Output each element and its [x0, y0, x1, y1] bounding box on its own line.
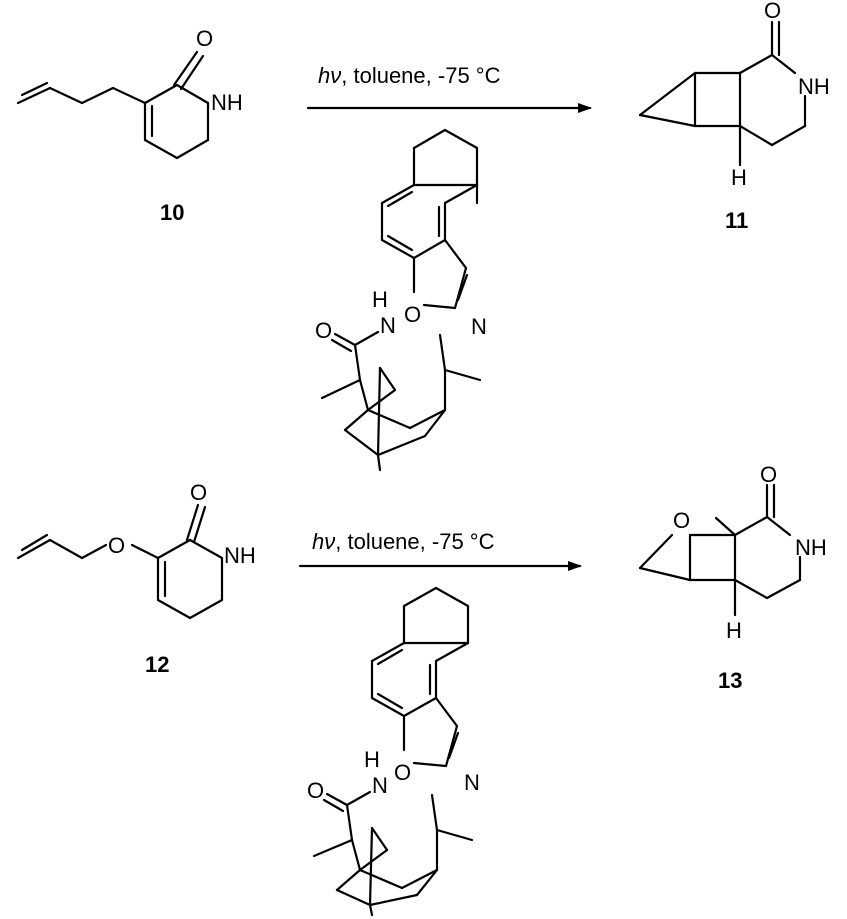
amide-nitrogen-12: NH [224, 543, 256, 568]
conditions-text-2: , toluene, -75 °C [335, 529, 494, 554]
oxazole-nitrogen: N [471, 314, 487, 339]
compound-13-label: 13 [718, 668, 742, 693]
product-11-hydrogen: H [731, 165, 747, 190]
catalyst-2-structure: O N O N H [307, 586, 480, 917]
oxazole-oxygen: O [404, 302, 421, 327]
hv-symbol-2: hν [312, 529, 335, 554]
compound-11-label: 11 [725, 208, 748, 233]
product-11-oxygen: O [764, 0, 781, 23]
oxazole-nitrogen-2: N [464, 770, 480, 795]
product-13-ring-oxygen: O [673, 508, 690, 533]
catalyst-2-nh-hydrogen: H [364, 747, 380, 772]
compound-10-structure: O NH [16, 26, 243, 160]
reaction-1: O NH 10 hν, toluene, -75 °C [16, 0, 830, 472]
compound-12-label: 12 [145, 652, 169, 677]
product-13-hydrogen: H [726, 618, 742, 643]
ether-oxygen: O [108, 533, 125, 558]
carbonyl-oxygen: O [196, 26, 213, 51]
product-11-nitrogen: NH [798, 74, 830, 99]
catalyst-nh-hydrogen: H [372, 287, 388, 312]
compound-10-label: 10 [160, 200, 184, 225]
catalyst-2-carbonyl-oxygen: O [307, 778, 324, 803]
oxazole-oxygen-2: O [394, 760, 411, 785]
reaction-2: O O NH 12 hν, toluene, -75 °C [16, 462, 827, 917]
catalyst-carbonyl-oxygen: O [315, 318, 332, 343]
carbonyl-oxygen-12: O [190, 480, 207, 505]
product-13-nitrogen: NH [795, 535, 827, 560]
hv-symbol: hν [318, 63, 341, 88]
reaction-1-conditions: hν, toluene, -75 °C [318, 63, 501, 88]
product-13-carbonyl-oxygen: O [760, 462, 777, 487]
compound-11-structure: O NH H [638, 0, 830, 190]
catalyst-2-lactam-nitrogen: N [372, 773, 388, 798]
catalyst-1-structure: O N O N H [315, 128, 487, 472]
conditions-text: , toluene, -75 °C [341, 63, 500, 88]
catalyst-lactam-nitrogen: N [380, 313, 396, 338]
compound-13-structure: O O NH H [638, 462, 827, 643]
amide-nitrogen: NH [211, 90, 243, 115]
compound-12-structure: O O NH [16, 480, 256, 620]
reaction-2-conditions: hν, toluene, -75 °C [312, 529, 495, 554]
